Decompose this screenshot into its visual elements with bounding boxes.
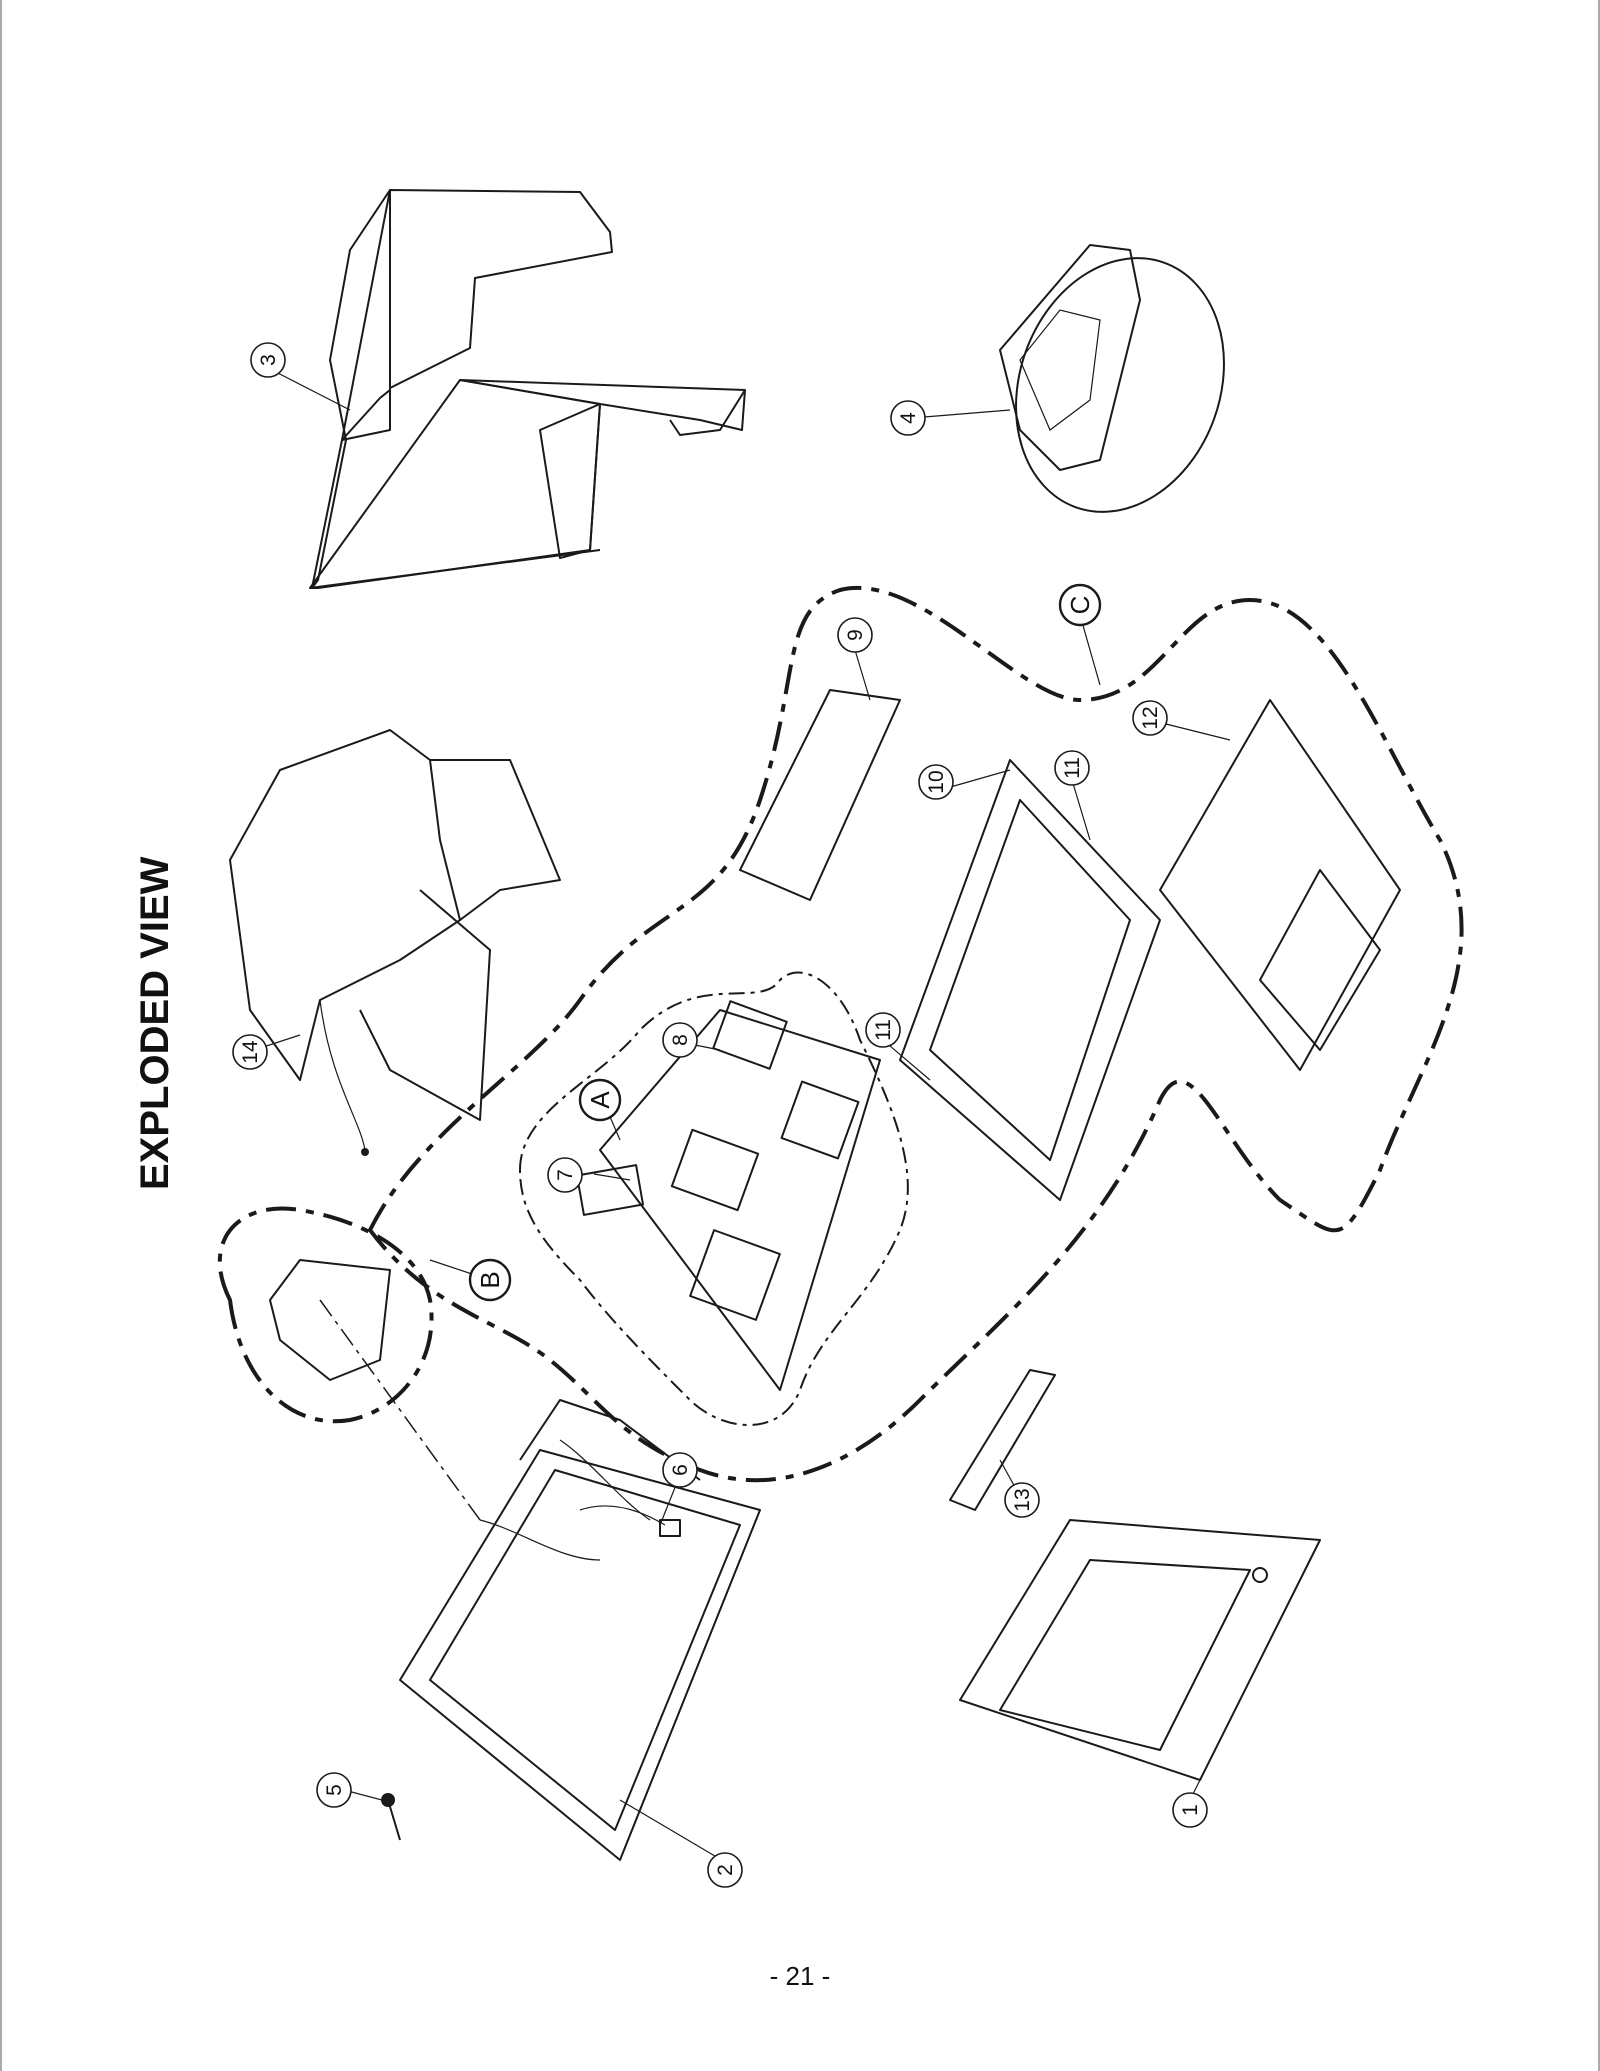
connector-6 (579, 1505, 681, 1537)
callout-label: 5 (323, 1784, 346, 1796)
callout-circle (316, 1772, 352, 1808)
group-c-boundary (367, 586, 1464, 1483)
callout-label: 11 (1061, 757, 1084, 779)
callout-label: 2 (714, 1864, 737, 1876)
callout-circle (1172, 1792, 1208, 1828)
callout-c5: 5 (316, 1772, 352, 1808)
callout-circle (662, 1452, 698, 1488)
group-label-circle (578, 1078, 622, 1122)
callout-circle (1054, 750, 1090, 786)
callout-label: 14 (239, 1040, 262, 1064)
callout-circle (837, 617, 873, 653)
callout-circle (662, 1022, 698, 1058)
group-label-circle (468, 1258, 512, 1302)
crt-tube-2 (399, 1399, 761, 1861)
front-bezel-1 (959, 1519, 1321, 1781)
callout-label: 10 (925, 770, 948, 793)
callout-c11b: 11 (1054, 750, 1090, 786)
callout-c3: 3 (250, 342, 286, 378)
callout-label: 11 (872, 1019, 895, 1041)
callout-label: 8 (669, 1034, 692, 1046)
callout-c10: 10 (918, 764, 954, 800)
group-label-circle (1058, 583, 1102, 627)
callout-label: 3 (257, 354, 280, 366)
callout-c13: 13 (1004, 1482, 1040, 1518)
callout-circle (250, 342, 286, 378)
callout-circle (918, 764, 954, 800)
chassis-frame-10 (899, 759, 1161, 1201)
callout-circle (707, 1852, 743, 1888)
group-label-layer: A B C (468, 583, 1102, 1302)
group-label-gA: A (578, 1078, 622, 1122)
callout-label: 13 (1011, 1488, 1034, 1511)
page-title: EXPLODED VIEW (133, 856, 177, 1190)
callout-label: 7 (554, 1169, 577, 1181)
back-cover-part (309, 189, 746, 589)
page-number: - 21 - (770, 1961, 831, 1991)
group-a-boundary (518, 971, 909, 1426)
group-label-text: A (585, 1091, 615, 1109)
callout-label: 1 (1179, 1804, 1202, 1816)
callout-label: 4 (897, 412, 920, 424)
callout-circle (232, 1034, 268, 1070)
callout-c12: 12 (1132, 700, 1168, 736)
callout-label: 9 (844, 629, 867, 641)
group-label-text: C (1065, 596, 1095, 615)
callout-label: 6 (669, 1464, 692, 1476)
callout-c11a: 11 (865, 1012, 901, 1048)
control-board-13 (949, 1369, 1056, 1511)
group-b-boundary (217, 1206, 434, 1424)
group-label-gC: C (1058, 583, 1102, 627)
group-label-gB: B (468, 1258, 512, 1302)
callout-c8: 8 (662, 1022, 698, 1058)
shield-part (229, 729, 561, 1156)
sub-board-b (269, 1259, 391, 1381)
bracket-9 (739, 689, 901, 901)
callout-c1: 1 (1172, 1792, 1208, 1828)
callout-c9: 9 (837, 617, 873, 653)
screw-5 (381, 1793, 401, 1841)
callout-circle (1132, 700, 1168, 736)
callout-c14: 14 (232, 1034, 268, 1070)
group-label-text: B (475, 1271, 505, 1288)
callout-c2: 2 (707, 1852, 743, 1888)
callout-circle (890, 400, 926, 436)
stand-part (999, 244, 1225, 513)
callout-circle (865, 1012, 901, 1048)
callout-c6: 6 (662, 1452, 698, 1488)
callout-circle (547, 1157, 583, 1193)
bottom-plate-12 (1159, 699, 1401, 1071)
callout-circle (1004, 1482, 1040, 1518)
callout-label: 12 (1139, 706, 1162, 729)
callout-c7: 7 (547, 1157, 583, 1193)
callout-c4: 4 (890, 400, 926, 436)
